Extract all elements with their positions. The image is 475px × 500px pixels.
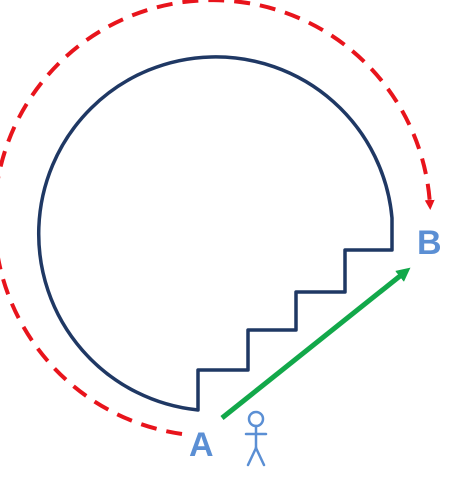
- circular-staircase-outline: [36, 55, 394, 412]
- stick-figure-icon: [244, 410, 268, 467]
- point-label-end: B: [417, 224, 442, 262]
- point-label-start: A: [189, 426, 214, 464]
- short-route-arrow: [220, 267, 411, 420]
